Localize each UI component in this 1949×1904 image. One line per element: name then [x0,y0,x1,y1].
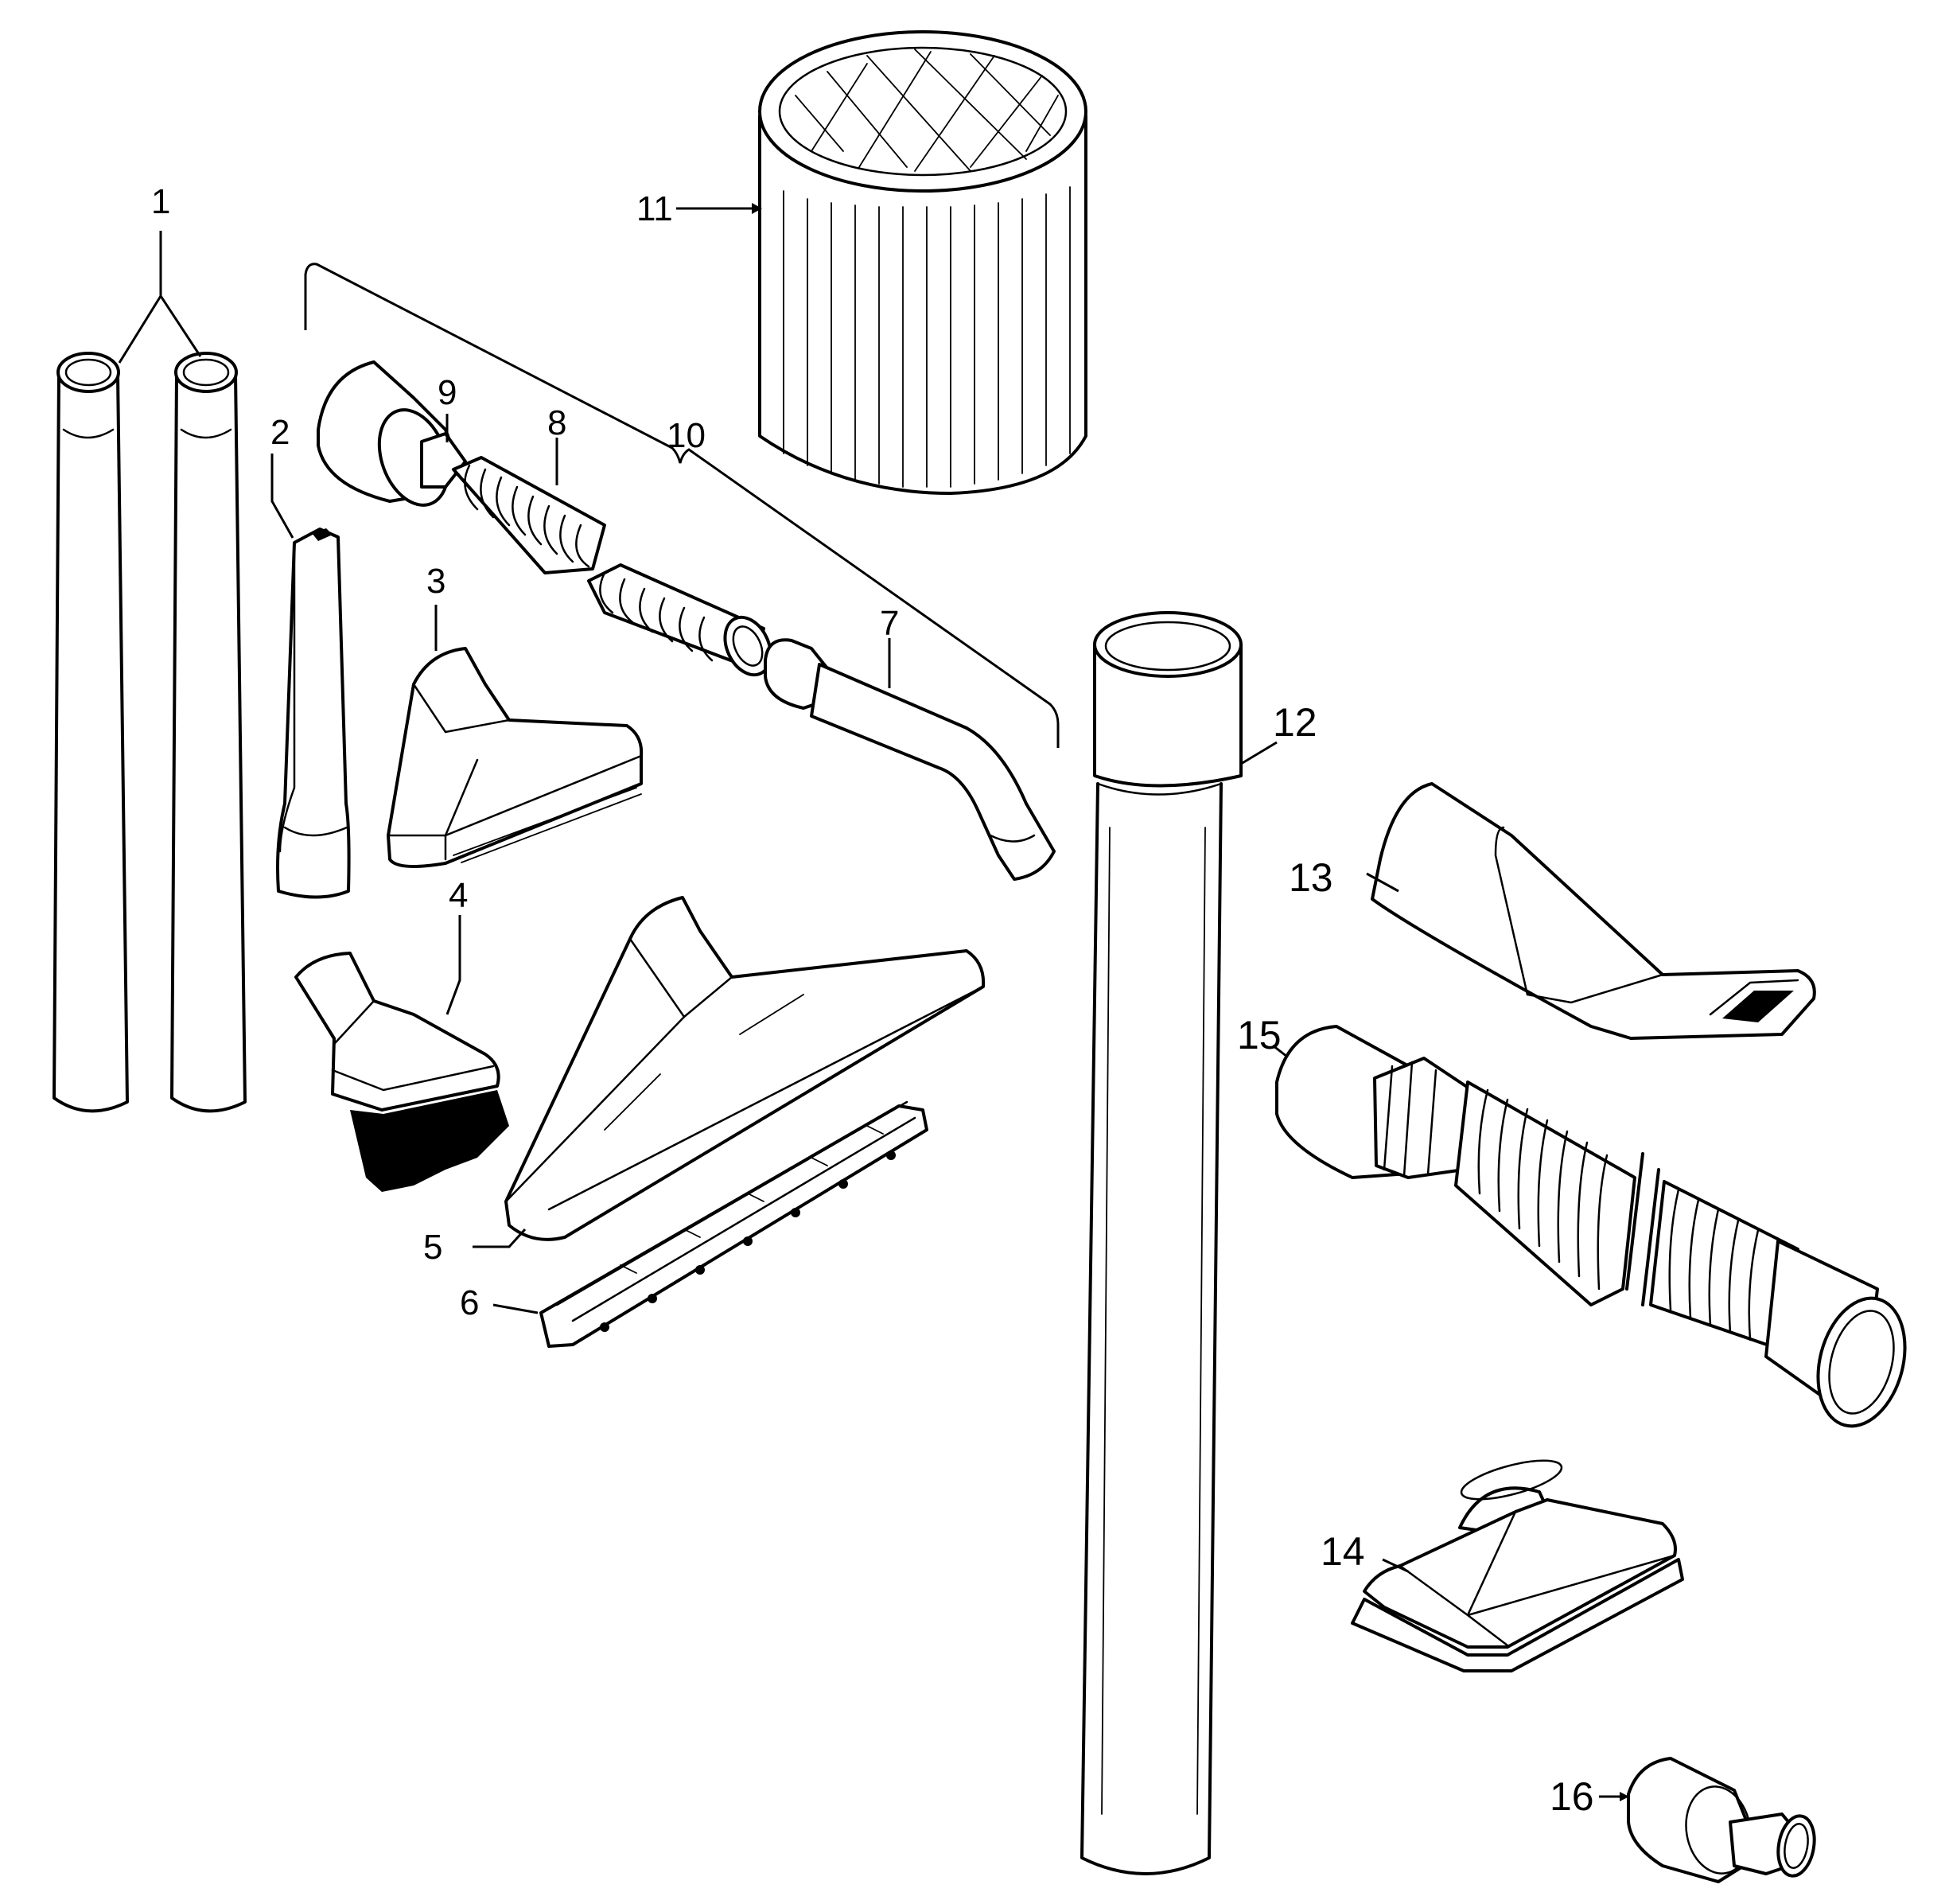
label-part-7: 7 [880,604,899,643]
label-part-6: 6 [460,1283,479,1322]
part-4-dusting-brush: 4 [294,876,509,1192]
part-7-curved-wand: 7 [764,604,1056,881]
part-9-hose-cuff: 9 [317,360,467,507]
part-10-bracket: 10 [304,263,1060,748]
part-2-crevice-tool: 2 [270,413,351,899]
label-part-16: 16 [1550,1774,1594,1819]
label-part-14: 14 [1321,1529,1365,1574]
part-5-floor-nozzle: 5 [423,896,986,1267]
part-11-cartridge-filter: 11 [636,30,1087,495]
part-13-large-crevice-nozzle: 13 [1289,782,1816,1040]
label-part-12: 12 [1273,700,1317,745]
part-8-hose-section: 8 [452,403,772,677]
label-part-4: 4 [449,876,468,915]
label-part-8: 8 [547,403,566,442]
label-part-2: 2 [270,413,290,452]
part-3-upholstery-nozzle: 3 [387,562,644,868]
part-15-large-hose: 15 [1237,1013,1907,1428]
part-16-reducer-adapter: 16 [1550,1757,1816,1883]
label-part-10: 10 [667,416,706,455]
label-part-11: 11 [636,189,673,228]
part-6-squeegee-insert: 6 [460,1100,928,1348]
label-part-15: 15 [1237,1013,1282,1057]
filter-pleats [783,186,1071,488]
part-14-wide-nozzle: 14 [1321,1459,1684,1672]
filter-mesh [795,49,1059,172]
label-part-1: 1 [151,182,170,221]
part-12-large-extension-wand: 12 [1080,611,1317,1875]
label-part-3: 3 [426,562,445,601]
label-part-13: 13 [1289,855,1333,900]
part-1-extension-wands: 1 [53,182,247,1113]
label-part-9: 9 [438,373,457,412]
label-part-5: 5 [423,1228,442,1267]
